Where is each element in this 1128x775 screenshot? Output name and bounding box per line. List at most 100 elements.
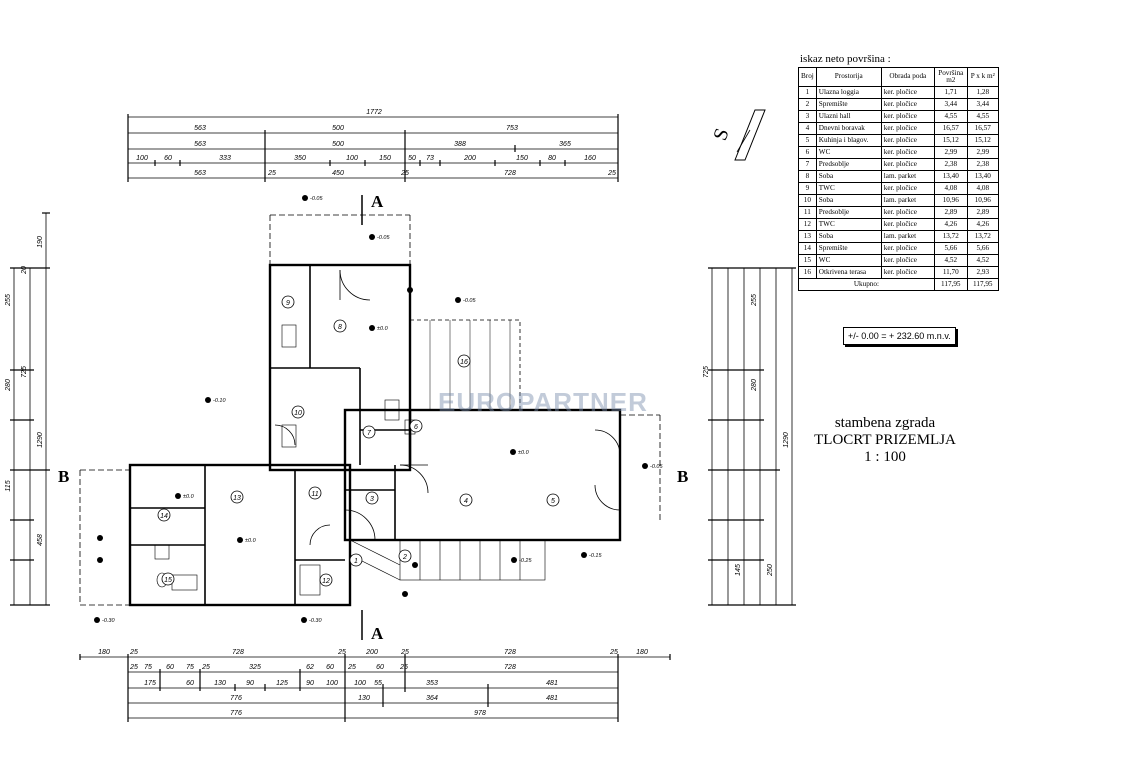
level-label: -0.15 <box>589 553 602 559</box>
row-area: 10,96 <box>933 194 968 207</box>
dim-bot-1a: 180 <box>98 649 110 656</box>
room-2: 2 <box>402 554 407 561</box>
dim-bot-2c: 60 <box>166 664 174 671</box>
area-table-total-row: Ukupno: 117,95 117,95 <box>798 278 999 291</box>
dim-top-3c: 388 <box>454 141 466 148</box>
room-5: 5 <box>551 498 555 505</box>
dim-bot-1i: 180 <box>636 649 648 656</box>
room-7: 7 <box>367 430 372 437</box>
dim-top-5e: 728 <box>504 170 516 177</box>
level-label: -0.30 <box>102 618 115 624</box>
room-1: 1 <box>354 558 358 565</box>
row-pk: 2,99 <box>966 146 999 159</box>
dim-top-4k: 80 <box>548 155 556 162</box>
row-pk: 2,93 <box>966 266 999 279</box>
dim-bot-2g: 62 <box>306 664 314 671</box>
level-label: ±0.0 <box>518 450 530 456</box>
row-room: Soba <box>815 194 882 207</box>
dim-right-d: 1290 <box>783 432 790 448</box>
dim-bot-3j: 353 <box>426 680 438 687</box>
row-floor: ker. pločice <box>880 134 935 147</box>
dim-bot-3i: 55 <box>374 680 382 687</box>
level-label: -0.30 <box>309 618 322 624</box>
dim-bot-1f: 25 <box>400 649 409 656</box>
row-number: 5 <box>798 134 817 147</box>
row-number: 7 <box>798 158 817 171</box>
row-pk: 5,66 <box>966 242 999 255</box>
dim-bot-3a: 175 <box>144 680 156 687</box>
dim-bot-3h: 100 <box>354 680 366 687</box>
dim-top-4i: 200 <box>463 155 476 162</box>
row-area: 2,99 <box>933 146 968 159</box>
row-area: 5,66 <box>933 242 968 255</box>
dim-left-h: 115 <box>5 480 12 491</box>
level-label: -0.25 <box>519 558 532 564</box>
dim-bot-2l: 728 <box>504 664 516 671</box>
row-pk: 4,26 <box>966 218 999 231</box>
room-11: 11 <box>311 491 318 498</box>
row-pk: 10,96 <box>966 194 999 207</box>
dim-left-d: 280 <box>5 379 12 392</box>
dim-bot-4a: 776 <box>230 695 242 702</box>
dim-bot-1b: 25 <box>129 649 138 656</box>
row-area: 2,38 <box>933 158 968 171</box>
dim-bot-2k: 25 <box>399 664 408 671</box>
row-floor: ker. pločice <box>880 98 935 111</box>
row-area: 4,08 <box>933 182 968 195</box>
room-6: 6 <box>414 424 418 431</box>
watermark-logo-text: EUROPARTNER <box>438 387 648 417</box>
row-room: WC <box>815 146 882 159</box>
dim-right-f: 250 <box>767 564 774 577</box>
row-room: Dnevni boravak <box>815 122 882 135</box>
row-floor: ker. pločice <box>880 146 935 159</box>
dim-bot-3k: 481 <box>546 680 558 687</box>
row-room: Spremište <box>815 242 882 255</box>
row-room: Ulazni hall <box>815 110 882 123</box>
title-line-scale: 1 : 100 <box>864 449 906 465</box>
total-label: Ukupno: <box>798 278 935 291</box>
level-label: ±0.0 <box>245 538 257 544</box>
row-pk: 1,28 <box>966 86 999 99</box>
room-8: 8 <box>338 324 342 331</box>
row-floor: ker. pločice <box>880 122 935 135</box>
room-13: 13 <box>233 495 241 502</box>
header-broj: Broj <box>798 67 817 87</box>
dim-bot-2j: 60 <box>376 664 384 671</box>
row-room: WC <box>815 254 882 267</box>
level-label: ±0.0 <box>377 326 389 332</box>
row-number: 4 <box>798 122 817 135</box>
section-a-bottom-label: A <box>371 624 384 643</box>
row-pk: 3,44 <box>966 98 999 111</box>
row-number: 11 <box>798 206 817 219</box>
dim-bot-1h: 25 <box>609 649 618 656</box>
dim-top-2c: 753 <box>506 125 518 132</box>
row-floor: ker. pločice <box>880 254 935 267</box>
row-room: TWC <box>815 182 882 195</box>
dim-top-2b: 500 <box>332 125 344 132</box>
section-b-right-label: B <box>677 467 689 486</box>
row-pk: 4,52 <box>966 254 999 267</box>
row-room: Soba <box>815 170 882 183</box>
dim-top-5c: 450 <box>332 170 344 177</box>
row-pk: 2,38 <box>966 158 999 171</box>
dim-bot-3d: 90 <box>246 680 254 687</box>
room-14: 14 <box>160 513 168 520</box>
row-room: Otkrivena terasa <box>815 266 882 279</box>
header-obrada: Obrada poda <box>880 67 935 87</box>
header-prostorija: Prostorija <box>815 67 882 87</box>
dim-bot-2d: 75 <box>186 664 194 671</box>
dim-top-4j: 150 <box>516 155 528 162</box>
dim-bot-3c: 130 <box>214 680 226 687</box>
dim-bot-1d: 25 <box>337 649 346 656</box>
